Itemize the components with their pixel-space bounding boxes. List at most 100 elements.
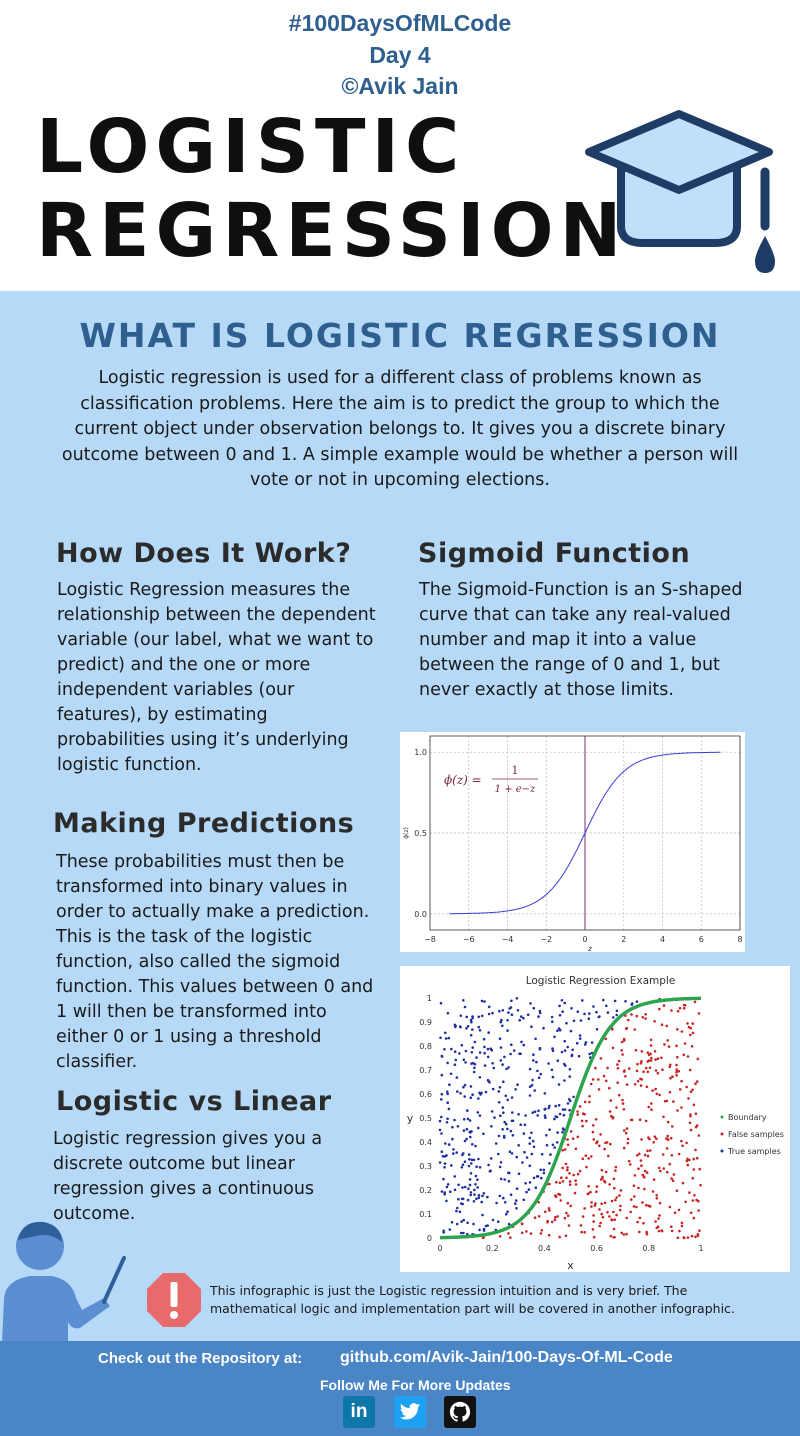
intro-title: WHAT IS LOGISTIC REGRESSION (79, 316, 721, 355)
true-sample-point (477, 1097, 480, 1100)
true-sample-point (465, 1137, 468, 1141)
true-sample-point (462, 1118, 466, 1121)
false-sample-point (553, 1216, 557, 1219)
true-sample-point (464, 1049, 468, 1053)
y-tick-label: 0.8 (419, 1042, 432, 1051)
true-sample-point (547, 1062, 550, 1065)
false-sample-point (533, 1216, 537, 1219)
false-sample-point (694, 1082, 697, 1085)
false-sample-point (699, 1183, 702, 1187)
false-sample-point (617, 1093, 621, 1097)
false-sample-point (646, 1070, 650, 1074)
true-sample-point (522, 1016, 525, 1020)
false-sample-point (620, 1231, 623, 1235)
false-sample-point (630, 1118, 634, 1122)
true-sample-point (443, 1166, 446, 1169)
true-sample-point (511, 1134, 515, 1137)
true-sample-point (478, 1114, 482, 1117)
false-sample-point (657, 1229, 661, 1233)
true-sample-point (551, 1047, 554, 1050)
y-axis-label: y (407, 1112, 414, 1125)
false-sample-point (601, 1175, 604, 1179)
x-tick-label: 0 (582, 935, 587, 944)
true-sample-point (569, 1099, 572, 1103)
false-sample-point (660, 1023, 664, 1026)
false-sample-point (690, 1045, 694, 1048)
true-sample-point (569, 1029, 573, 1033)
true-sample-point (558, 1112, 562, 1116)
true-sample-point (507, 1011, 510, 1014)
true-sample-point (510, 1013, 514, 1016)
false-sample-point (683, 1042, 687, 1045)
false-sample-point (561, 1149, 565, 1152)
repo-link[interactable]: github.com/Avik-Jain/100-Days-Of-ML-Code (340, 1349, 673, 1366)
false-sample-point (643, 1153, 647, 1157)
true-sample-point (557, 1103, 561, 1107)
false-sample-point (642, 1221, 645, 1225)
true-sample-point (509, 1006, 513, 1009)
false-sample-point (685, 1141, 688, 1145)
linkedin-icon[interactable]: in (343, 1396, 375, 1428)
false-sample-point (650, 1108, 653, 1111)
true-sample-point (447, 1143, 451, 1146)
false-sample-point (595, 1141, 598, 1145)
true-sample-point (595, 1010, 598, 1014)
false-sample-point (599, 1133, 602, 1136)
true-sample-point (572, 1095, 575, 1099)
true-sample-point (538, 1011, 542, 1015)
false-sample-point (659, 1169, 662, 1173)
true-sample-point (499, 1046, 503, 1049)
false-sample-point (640, 1050, 644, 1053)
false-sample-point (592, 1235, 596, 1239)
false-sample-point (520, 1222, 524, 1226)
false-sample-point (628, 1067, 631, 1070)
false-sample-point (623, 1129, 626, 1132)
true-sample-point (551, 1143, 555, 1147)
true-sample-point (597, 1015, 601, 1019)
true-sample-point (442, 1177, 445, 1181)
true-sample-point (522, 1043, 525, 1047)
false-sample-point (684, 1200, 687, 1204)
false-sample-point (584, 1154, 588, 1157)
false-sample-point (615, 1196, 618, 1199)
false-sample-point (641, 1201, 644, 1204)
true-sample-point (481, 1194, 484, 1198)
true-sample-point (478, 1029, 482, 1032)
true-sample-point (478, 1166, 482, 1169)
twitter-icon[interactable] (394, 1396, 426, 1428)
true-sample-point (514, 1199, 518, 1202)
true-sample-point (475, 1197, 478, 1201)
true-sample-point (483, 1064, 487, 1067)
true-sample-point (556, 1131, 559, 1134)
true-sample-point (475, 1165, 478, 1168)
true-sample-point (514, 1202, 517, 1205)
false-sample-point (672, 1173, 676, 1176)
true-sample-point (461, 1153, 464, 1157)
true-sample-point (453, 1118, 456, 1122)
x-tick-label: −2 (540, 935, 552, 944)
true-sample-point (500, 1018, 503, 1022)
true-sample-point (515, 997, 519, 1000)
true-sample-point (461, 1197, 465, 1201)
false-sample-point (553, 1218, 557, 1222)
true-sample-point (501, 1128, 504, 1131)
false-sample-point (622, 1070, 626, 1073)
false-sample-point (593, 1204, 597, 1207)
true-sample-point (455, 1209, 458, 1213)
x-tick-label: 0.4 (538, 1244, 551, 1253)
github-icon[interactable] (444, 1396, 476, 1428)
formula-numerator: 1 (512, 764, 519, 777)
false-sample-point (576, 1113, 579, 1116)
true-sample-point (462, 1058, 466, 1062)
false-sample-point (554, 1194, 557, 1197)
true-sample-point (572, 1019, 576, 1023)
true-sample-point (470, 1051, 474, 1054)
false-sample-point (585, 1165, 588, 1169)
false-sample-point (564, 1162, 568, 1166)
false-sample-point (622, 1039, 626, 1042)
false-sample-point (690, 1234, 694, 1238)
false-sample-point (681, 1181, 685, 1185)
true-sample-point (453, 1023, 457, 1027)
x-tick-label: −8 (424, 935, 436, 944)
false-sample-point (606, 1211, 609, 1214)
